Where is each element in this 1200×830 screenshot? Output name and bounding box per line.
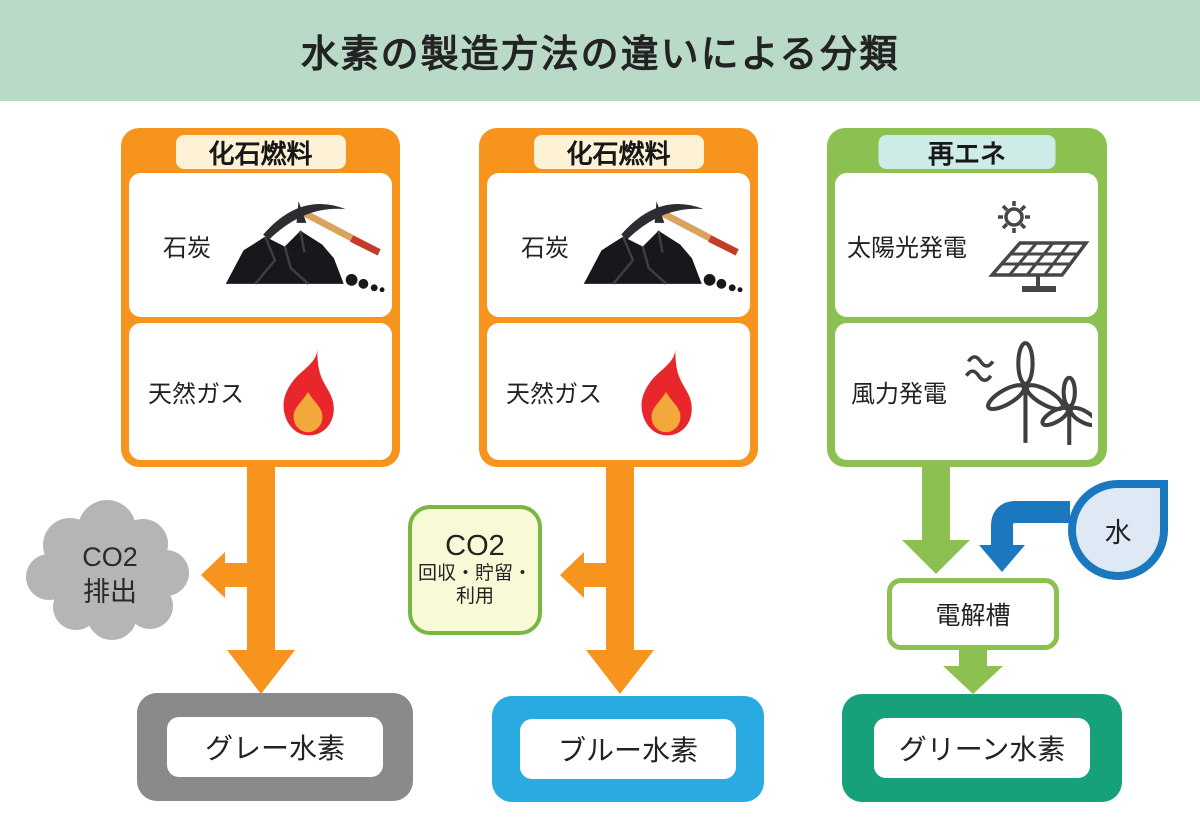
co2-capture-line2: 回収・貯留・ — [417, 563, 532, 585]
gas-label-2: 天然ガス — [506, 381, 602, 408]
green-path-arrow — [902, 455, 1003, 694]
electrolyzer-label: 電解槽 — [935, 602, 1011, 630]
fossil-column-2: 化石燃料 石炭 天然ガス — [479, 128, 758, 467]
co2-capture-line1: CO2 — [445, 530, 505, 563]
gas-label-1: 天然ガス — [148, 381, 244, 408]
blue-hydrogen-label: ブルー水素 — [520, 719, 736, 779]
wind-turbine-icon — [964, 340, 1092, 445]
coal-pickaxe-icon — [583, 201, 743, 293]
water-arrow — [979, 501, 1070, 572]
green-hydrogen-label: グリーン水素 — [874, 718, 1090, 778]
solar-panel-icon — [988, 201, 1090, 292]
gray-hydrogen-box: グレー水素 — [137, 693, 413, 801]
flame-icon — [283, 348, 334, 435]
water-label: 水 — [1104, 517, 1132, 548]
wind-box: 風力発電 — [835, 323, 1098, 460]
solar-box: 太陽光発電 — [835, 173, 1098, 317]
gas-box-1: 天然ガス — [129, 323, 392, 460]
co2-capture-note: CO2 回収・貯留・ 利用 — [408, 505, 542, 635]
fossil-header-1-label: 化石燃料 — [208, 138, 313, 169]
renewable-column: 再エネ 太陽光発電 — [827, 128, 1107, 467]
title-banner: 水素の製造方法の違いによる分類 — [0, 0, 1200, 101]
page-title: 水素の製造方法の違いによる分類 — [300, 34, 900, 76]
water-droplet: 水 — [1068, 480, 1168, 580]
fossil-header-2: 化石燃料 — [533, 135, 704, 169]
green-hydrogen-box: グリーン水素 — [842, 694, 1122, 802]
wind-label: 風力発電 — [851, 381, 947, 408]
co2-capture-line3: 利用 — [455, 585, 494, 607]
fossil-header-2-label: 化石燃料 — [566, 138, 671, 169]
co2-emission-line2: 排出 — [83, 577, 137, 608]
gray-hydrogen-label: グレー水素 — [167, 717, 383, 777]
gas-box-2: 天然ガス — [487, 323, 750, 460]
gray-path-arrow — [201, 455, 295, 694]
renewable-header: 再エネ — [878, 135, 1056, 169]
coal-label-1: 石炭 — [163, 234, 211, 262]
coal-pickaxe-icon — [225, 201, 385, 293]
coal-box-1: 石炭 — [129, 173, 392, 317]
fossil-column-1: 化石燃料 石炭 天然ガス — [121, 128, 400, 467]
flame-icon — [641, 348, 692, 435]
coal-label-2: 石炭 — [521, 234, 569, 262]
blue-path-arrow — [560, 455, 654, 694]
coal-box-2: 石炭 — [487, 173, 750, 317]
electrolyzer-box: 電解槽 — [887, 578, 1059, 650]
fossil-header-1: 化石燃料 — [175, 135, 346, 169]
blue-hydrogen-box: ブルー水素 — [492, 696, 764, 802]
renewable-header-label: 再エネ — [927, 138, 1006, 169]
co2-emission-note: CO2 排出 — [46, 540, 174, 610]
co2-emission-line1: CO2 — [82, 542, 138, 572]
solar-label: 太陽光発電 — [847, 234, 967, 262]
